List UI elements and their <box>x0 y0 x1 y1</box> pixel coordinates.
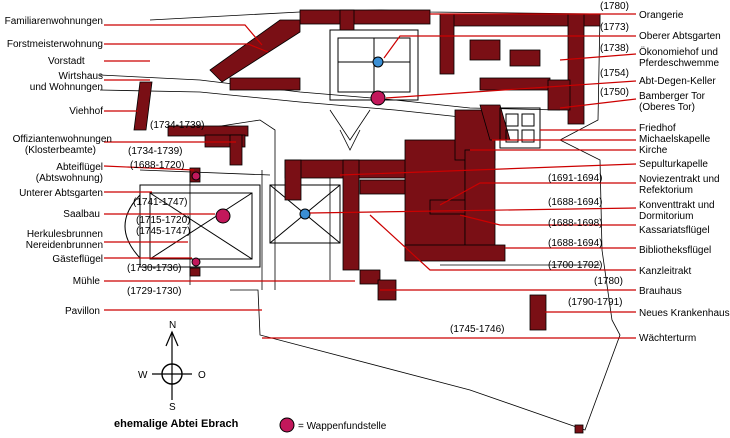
compass-rose: N S W O <box>138 320 206 413</box>
label-bibliotheksfluegel: Bibliotheksflügel <box>639 245 711 256</box>
date-kanzleitrakt: (1700-1702) <box>548 260 602 271</box>
label-michaelskapelle: Michaelskapelle <box>639 134 711 145</box>
date-gaestefluegel: (1730-1736) <box>127 263 181 274</box>
label-forstmeisterwohnung: Forstmeisterwohnung <box>7 39 103 50</box>
label-refektorium: Refektorium <box>639 185 693 196</box>
date-offizianten: (1734-1739) <box>128 146 182 157</box>
label-und-wohnungen: und Wohnungen <box>30 82 103 93</box>
date-saalbau-garten: (1741-1747) <box>133 197 187 208</box>
date-oekonomiehof: (1738) <box>600 43 629 54</box>
date-waechterturm: (1745-1746) <box>450 324 504 335</box>
compass-south: S <box>169 402 176 413</box>
label-viehhof: Viehhof <box>69 106 103 117</box>
date-konventtrakt: (1688-1694) <box>548 197 602 208</box>
date-herkulesbrunnen: (1745-1747) <box>136 226 190 237</box>
label-abteifluegel: Abteiflügel <box>56 162 103 173</box>
wappen-marker <box>191 257 201 267</box>
date-oberer-abtsgarten: (1773) <box>600 22 629 33</box>
compass-north: N <box>169 320 176 331</box>
label-offiziantenwohnungen: Offiziantenwohnungen <box>13 134 112 145</box>
date-pavillon: (1729-1730) <box>127 286 181 297</box>
label-klosterbeamte: (Klosterbeamte) <box>25 145 96 156</box>
label-saalbau: Saalbau <box>63 209 100 220</box>
label-kanzleitrakt: Kanzleitrakt <box>639 266 691 277</box>
date-orangerie: (1780) <box>600 1 629 12</box>
wappen-markers <box>191 56 386 267</box>
date-neues-krankenhaus: (1790-1791) <box>568 297 622 308</box>
date-labels: (1780) (1773) (1738) (1754) (1750) (1734… <box>127 1 629 335</box>
date-bamberger-tor: (1750) <box>600 87 629 98</box>
label-kassariatsfluegel: Kassariatsflügel <box>639 225 710 236</box>
map-title: ehemalige Abtei Ebrach <box>114 418 239 430</box>
date-viehhof: (1734-1739) <box>150 120 204 131</box>
label-konventtrakt: Konventtrakt und <box>639 200 715 211</box>
label-orangerie: Orangerie <box>639 10 684 21</box>
north-arrow-icon <box>165 330 179 347</box>
date-abteifluegel: (1688-1720) <box>130 160 184 171</box>
label-dormitorium: Dormitorium <box>639 211 693 222</box>
fountain-icon <box>299 208 311 220</box>
label-gaestefluegel: Gästeflügel <box>52 254 103 265</box>
date-brauhaus: (1780) <box>594 276 623 287</box>
date-kassariatsfluegel: (1688-1698) <box>548 218 602 229</box>
label-oberer-abtsgarten: Oberer Abtsgarten <box>639 31 721 42</box>
compass-west: W <box>138 370 148 381</box>
label-brauhaus: Brauhaus <box>639 286 682 297</box>
wappen-marker <box>215 208 231 224</box>
labels-right: Orangerie Oberer Abtsgarten Ökonomiehof … <box>639 10 730 344</box>
label-noviezentrakt: Noviezentrakt und <box>639 174 720 185</box>
legend-wappen-icon <box>279 417 295 433</box>
date-abt-degen-keller: (1754) <box>600 68 629 79</box>
label-waechterturm: Wächterturm <box>639 333 696 344</box>
label-kirche: Kirche <box>639 145 668 156</box>
label-abt-degen-keller: Abt-Degen-Keller <box>639 76 716 87</box>
label-abtswohnung: (Abtswohnung) <box>36 173 103 184</box>
label-herkulesbrunnen: Herkulesbrunnen <box>27 229 103 240</box>
label-familiarenwohnungen: Familiarenwohnungen <box>5 16 103 27</box>
wappen-marker <box>370 90 386 106</box>
label-oekonomiehof: Ökonomiehof und <box>639 46 718 58</box>
label-friedhof: Friedhof <box>639 123 676 134</box>
label-sepulturkapelle: Sepulturkapelle <box>639 159 708 170</box>
label-nereidenbrunnen: Nereidenbrunnen <box>26 240 103 251</box>
fountain-icon <box>372 56 384 68</box>
date-noviezentrakt: (1691-1694) <box>548 173 602 184</box>
buildings <box>133 9 601 434</box>
leader-lines <box>103 13 637 339</box>
label-muehle: Mühle <box>73 276 101 287</box>
label-pferdeschwemme: Pferdeschwemme <box>639 58 719 69</box>
label-unterer-abtsgarten: Unterer Abtsgarten <box>19 188 103 199</box>
label-bamberger-tor: Bamberger Tor <box>639 91 706 102</box>
label-neues-krankenhaus: Neues Krankenhaus <box>639 308 730 319</box>
legend-label: = Wappenfundstelle <box>298 421 387 432</box>
date-saalbau: (1715-1720) <box>136 215 190 226</box>
compass-east: O <box>198 370 206 381</box>
label-wirtshaus: Wirtshaus <box>59 71 103 82</box>
label-oberes-tor: (Oberes Tor) <box>639 102 695 113</box>
label-pavillon: Pavillon <box>65 306 100 317</box>
wappen-marker <box>191 171 201 181</box>
labels-left: Familiarenwohnungen Forstmeisterwohnung … <box>5 16 112 317</box>
date-bibliotheksfluegel: (1688-1694) <box>548 238 602 249</box>
label-vorstadt: Vorstadt <box>48 56 85 67</box>
